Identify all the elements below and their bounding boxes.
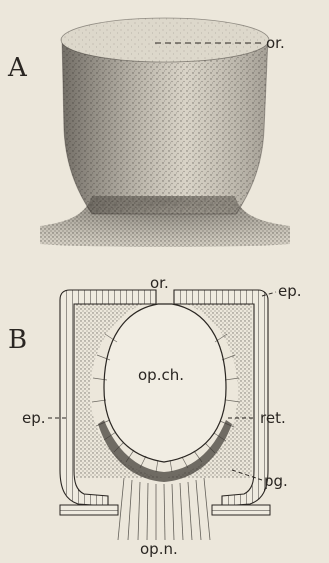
panel-b-optic-nerve: [118, 478, 210, 540]
panel-a-label-or: or.: [266, 34, 285, 52]
panel-b-label-ep-top: ep.: [278, 282, 302, 300]
panel-a-letter: A: [7, 53, 28, 83]
panel-b-base-right: [212, 505, 270, 515]
panel-b-label-pg: pg.: [264, 472, 288, 490]
panel-b: B: [8, 274, 302, 558]
panel-b-letter: B: [8, 325, 27, 355]
panel-a: A or.: [7, 18, 290, 247]
panel-b-label-ep-left: ep.: [22, 409, 46, 427]
panel-b-label-or: or.: [150, 274, 169, 292]
panel-b-base-left: [60, 505, 118, 515]
panel-b-label-op-ch: op.ch.: [138, 366, 184, 384]
panel-b-label-op-n: op.n.: [140, 540, 178, 558]
panel-b-label-ret: ret.: [260, 409, 286, 427]
